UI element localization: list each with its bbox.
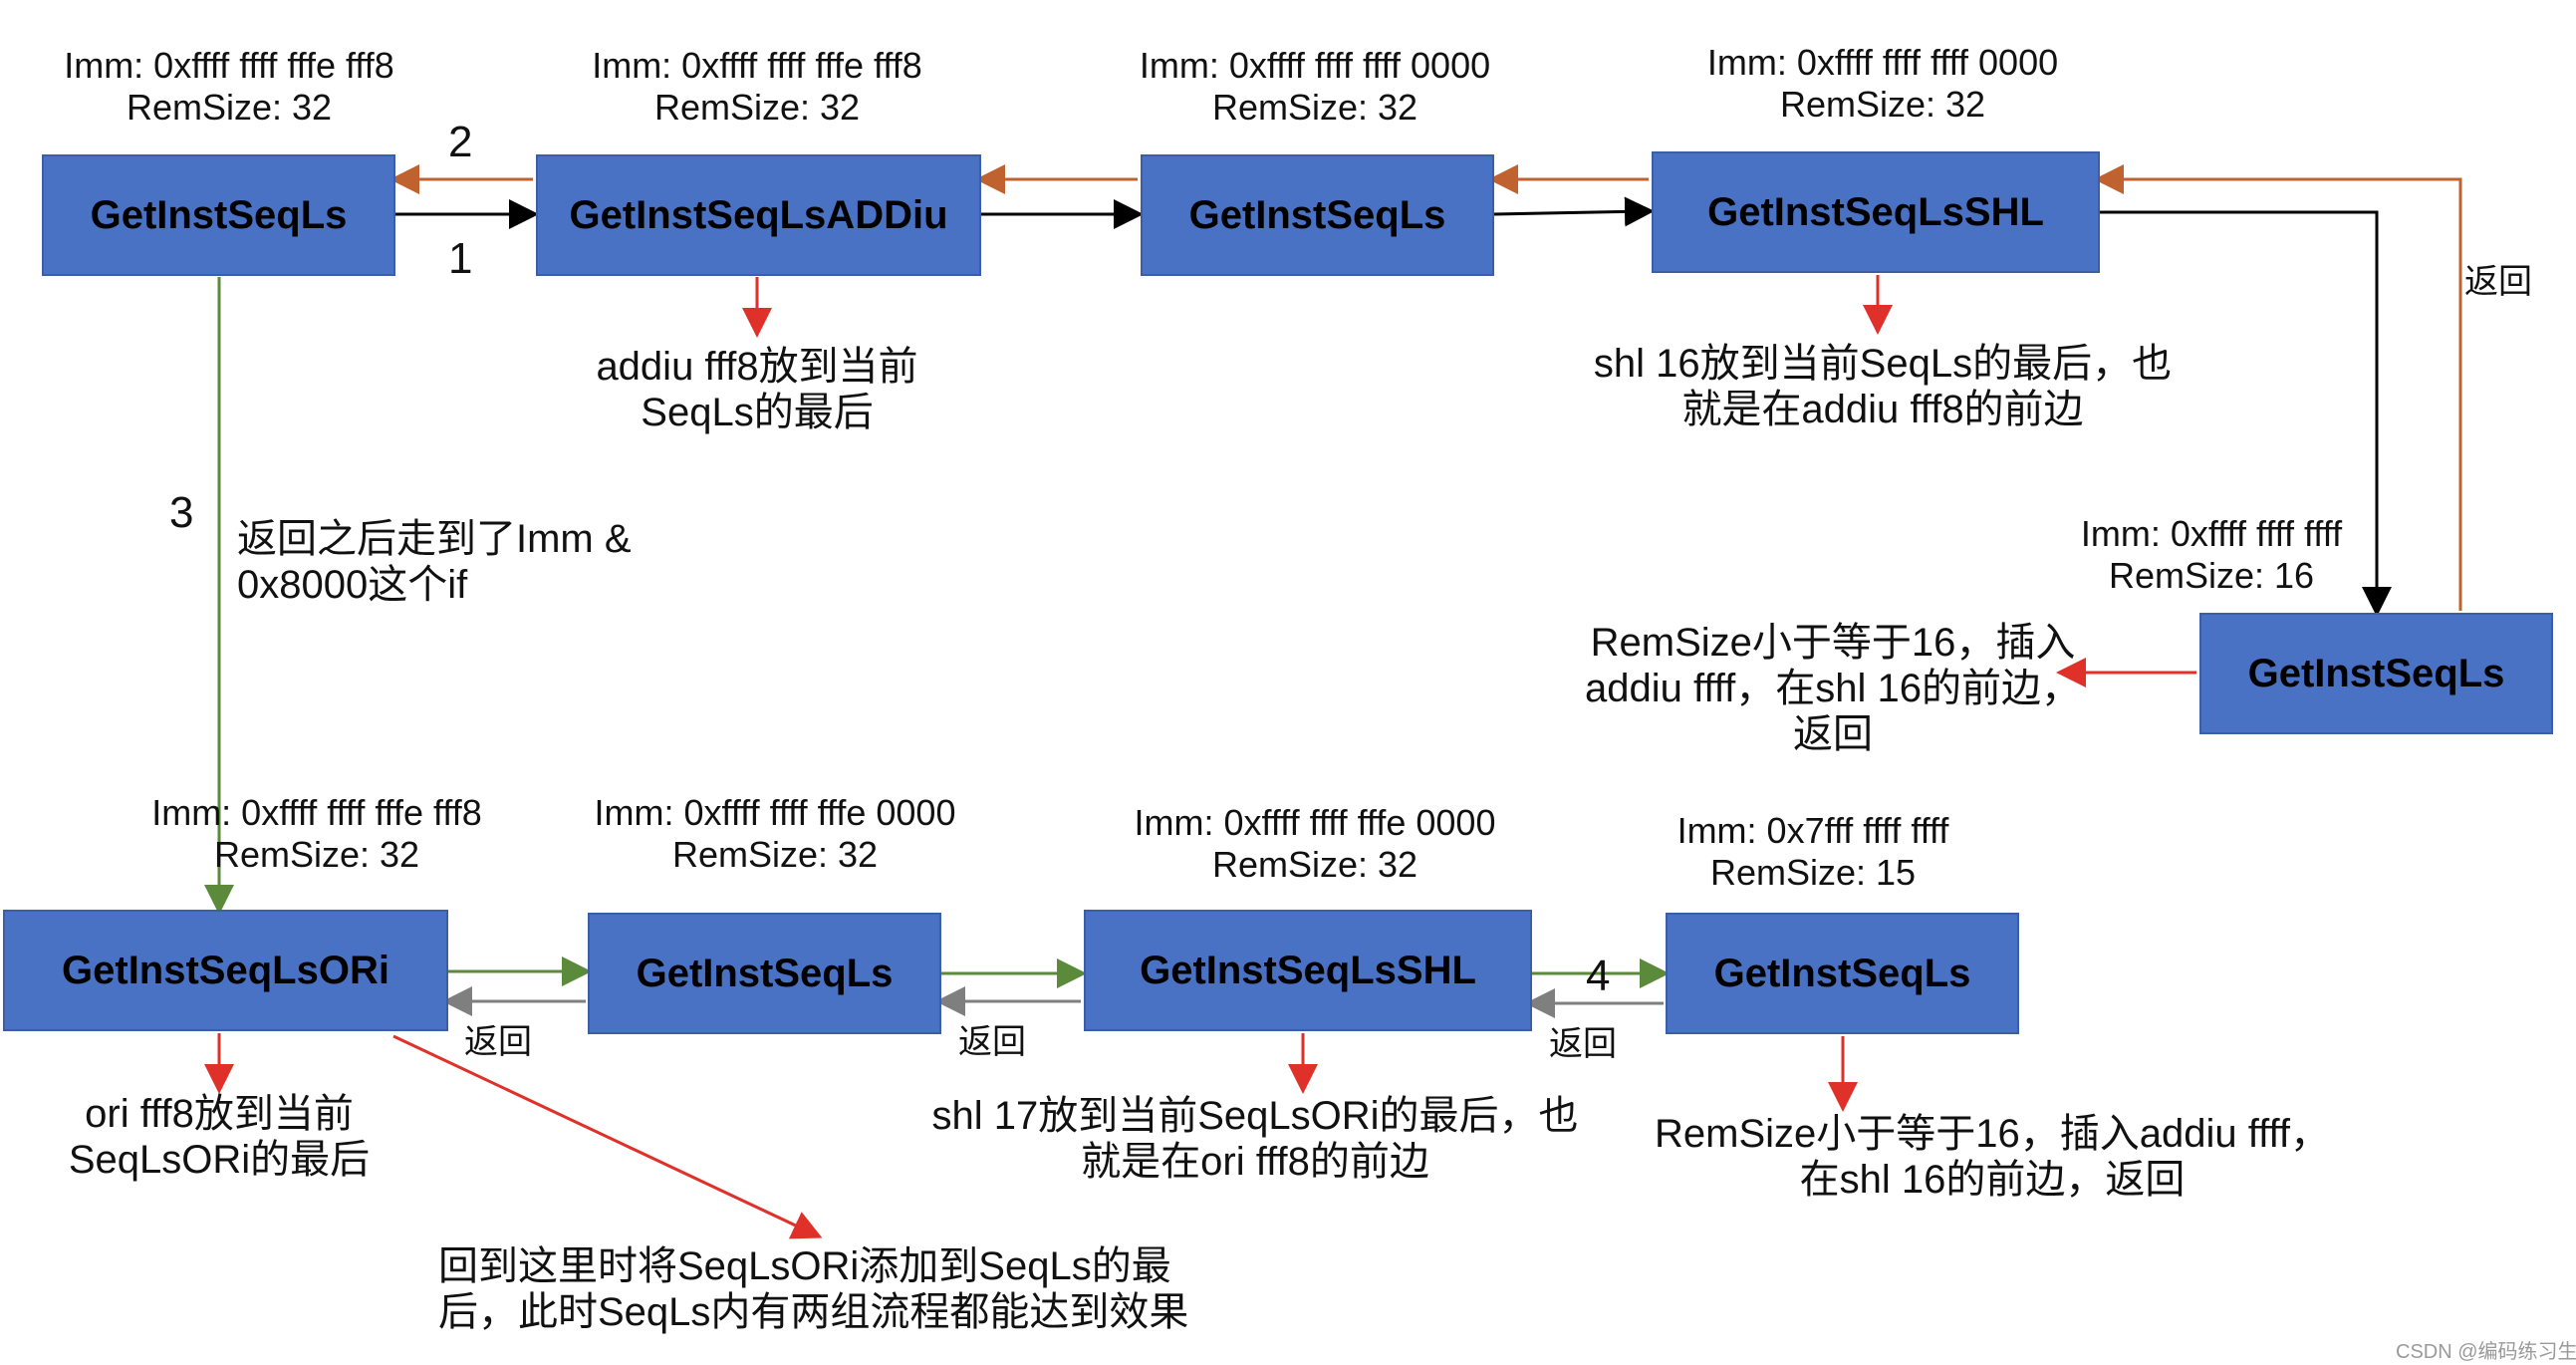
remsize-value: RemSize: 32 bbox=[126, 87, 333, 128]
return-label-b8: 返回 bbox=[958, 1023, 1026, 1061]
remsize-value: RemSize: 32 bbox=[1211, 844, 1418, 885]
param-label-b1: Imm: 0xffff ffff fffe fff8 RemSize: 32 bbox=[30, 45, 428, 129]
remsize-value: RemSize: 32 bbox=[1211, 87, 1418, 128]
note-line: 就是在addiu fff8的前边 bbox=[1681, 388, 2084, 431]
remsize-value: RemSize: 32 bbox=[653, 87, 861, 128]
note-line: ori fff8放到当前 bbox=[85, 1092, 354, 1136]
imm-value: Imm: 0xffff ffff ffff 0000 bbox=[1706, 42, 2059, 83]
param-label-b6: Imm: 0xffff ffff fffe fff8 RemSize: 32 bbox=[118, 792, 516, 876]
imm-value: Imm: 0xffff ffff fffe 0000 bbox=[594, 792, 956, 833]
imm-value: Imm: 0xffff ffff fffe fff8 bbox=[592, 45, 922, 86]
note-back: 回到这里时将SeqLsORi添加到SeqLs的最 后，此时SeqLs内有两组流程… bbox=[438, 1243, 1188, 1335]
step-number-1: 1 bbox=[448, 234, 473, 283]
func-box-b9: GetInstSeqLs bbox=[1666, 913, 2019, 1034]
return-label-right: 返回 bbox=[2464, 263, 2532, 301]
func-box-b6: GetInstSeqLsORi bbox=[3, 910, 448, 1031]
note-line: 返回之后走到了Imm & bbox=[237, 517, 632, 561]
func-box-b7: GetInstSeqLs bbox=[588, 913, 941, 1034]
imm-value: Imm: 0xffff ffff ffff bbox=[2080, 513, 2343, 554]
remsize-value: RemSize: 15 bbox=[1709, 852, 1917, 893]
arrow-b4-to-b5 bbox=[2100, 210, 2392, 617]
arrow-b3-to-b4 bbox=[1493, 196, 1655, 227]
note-line: RemSize小于等于16，插入 bbox=[1590, 621, 2076, 665]
param-label-b9: Imm: 0x7fff ffff ffff RemSize: 15 bbox=[1634, 810, 1992, 894]
note-shl16: shl 16放到当前SeqLs的最后，也 就是在addiu fff8的前边 bbox=[1574, 341, 2191, 432]
func-box-b2: GetInstSeqLsADDiu bbox=[536, 154, 981, 276]
remsize-value: RemSize: 32 bbox=[671, 834, 879, 875]
func-box-b5: GetInstSeqLs bbox=[2199, 613, 2553, 734]
imm-value: Imm: 0xffff ffff ffff 0000 bbox=[1139, 45, 1491, 86]
return-label-b7: 返回 bbox=[464, 1023, 532, 1061]
param-label-b2: Imm: 0xffff ffff fffe fff8 RemSize: 32 bbox=[558, 45, 956, 129]
remsize-value: RemSize: 32 bbox=[1779, 84, 1986, 125]
note-line: 在shl 16的前边，返回 bbox=[1799, 1158, 2186, 1202]
note-line: SeqLs的最后 bbox=[641, 391, 874, 434]
step-number-2: 2 bbox=[448, 118, 473, 166]
imm-value: Imm: 0xffff ffff fffe 0000 bbox=[1134, 802, 1496, 843]
remsize-value: RemSize: 16 bbox=[2108, 555, 2315, 596]
watermark: CSDN @编码练习生 bbox=[2396, 1341, 2576, 1363]
param-label-b4: Imm: 0xffff ffff ffff 0000 RemSize: 32 bbox=[1683, 42, 2082, 126]
note-shl17: shl 17放到当前SeqLsORi的最后，也 就是在ori fff8的前边 bbox=[916, 1093, 1594, 1185]
func-box-b4: GetInstSeqLsSHL bbox=[1652, 151, 2100, 273]
imm-value: Imm: 0xffff ffff fffe fff8 bbox=[64, 45, 394, 86]
param-label-b5: Imm: 0xffff ffff ffff RemSize: 16 bbox=[2022, 513, 2401, 597]
imm-value: Imm: 0x7fff ffff ffff bbox=[1676, 810, 1949, 851]
note-addiu: addiu fff8放到当前 SeqLs的最后 bbox=[558, 344, 956, 435]
func-box-b8: GetInstSeqLsSHL bbox=[1084, 910, 1532, 1031]
note-ori: ori fff8放到当前 SeqLsORi的最后 bbox=[40, 1091, 398, 1183]
step-number-3: 3 bbox=[169, 488, 194, 537]
note-line: RemSize小于等于16，插入addiu ffff， bbox=[1654, 1112, 2331, 1156]
note-line: SeqLsORi的最后 bbox=[68, 1138, 371, 1182]
imm-value: Imm: 0xffff ffff fffe fff8 bbox=[151, 792, 482, 833]
arrow-b6-back-note bbox=[392, 1034, 823, 1239]
note-line: 后，此时SeqLs内有两组流程都能达到效果 bbox=[438, 1290, 1189, 1334]
func-box-b1: GetInstSeqLs bbox=[42, 154, 395, 276]
remsize-value: RemSize: 32 bbox=[213, 834, 420, 875]
step-number-4: 4 bbox=[1586, 952, 1611, 1000]
param-label-b8: Imm: 0xffff ffff fffe 0000 RemSize: 32 bbox=[1106, 802, 1524, 886]
note-line: addiu fff8放到当前 bbox=[596, 345, 918, 389]
note-line: shl 16放到当前SeqLs的最后，也 bbox=[1593, 342, 2173, 386]
param-label-b3: Imm: 0xffff ffff ffff 0000 RemSize: 32 bbox=[1116, 45, 1514, 129]
note-line: 就是在ori fff8的前边 bbox=[1081, 1140, 1429, 1184]
note-line: 0x8000这个if bbox=[237, 563, 468, 607]
note-rem16-bottom: RemSize小于等于16，插入addiu ffff， 在shl 16的前边，返… bbox=[1634, 1111, 2351, 1203]
note-line: addiu ffff，在shl 16的前边， bbox=[1584, 667, 2081, 710]
note-line: 返回 bbox=[1793, 712, 1873, 756]
param-label-b7: Imm: 0xffff ffff fffe 0000 RemSize: 32 bbox=[566, 792, 984, 876]
note-step3: 返回之后走到了Imm & 0x8000这个if bbox=[237, 516, 632, 608]
note-line: shl 17放到当前SeqLsORi的最后，也 bbox=[931, 1094, 1579, 1138]
arrow-b5-return-b4 bbox=[2094, 164, 2462, 611]
note-rem16-top: RemSize小于等于16，插入 addiu ffff，在shl 16的前边， … bbox=[1554, 620, 2112, 757]
func-box-b3: GetInstSeqLs bbox=[1141, 154, 1494, 276]
return-label-b9: 返回 bbox=[1549, 1025, 1617, 1063]
note-line: 回到这里时将SeqLsORi添加到SeqLs的最 bbox=[438, 1244, 1171, 1288]
